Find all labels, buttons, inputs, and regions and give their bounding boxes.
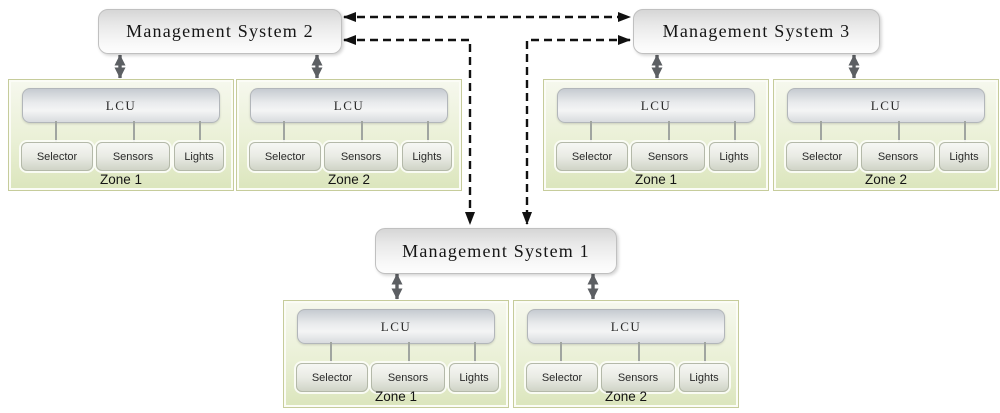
lcu-node: LCU xyxy=(297,309,495,344)
device-sensors: Sensors xyxy=(631,142,705,171)
device-selector: Selector xyxy=(786,142,858,171)
device-sensors: Sensors xyxy=(324,142,398,171)
device-selector: Selector xyxy=(296,363,368,392)
lcu-device-connector xyxy=(820,121,822,142)
device-selector: Selector xyxy=(249,142,321,171)
zone-label: Zone 1 xyxy=(374,389,418,404)
device-lights: Lights xyxy=(174,142,224,171)
management-system-2-node: Management System 2 xyxy=(98,9,342,54)
lcu-node: LCU xyxy=(787,88,985,123)
lcu-device-connector xyxy=(734,121,736,142)
lcu-device-connector xyxy=(361,121,363,142)
lcu-device-connector xyxy=(590,121,592,142)
lcu-device-connector xyxy=(898,121,900,142)
lcu-device-connector xyxy=(330,342,332,363)
zone-panel: LCU Selector Sensors Lights Zone 1 xyxy=(8,79,234,191)
device-lights: Lights xyxy=(679,363,729,392)
lcu-device-connector xyxy=(199,121,201,142)
lcu-device-connector xyxy=(560,342,562,363)
lcu-device-connector xyxy=(408,342,410,363)
device-sensors: Sensors xyxy=(861,142,935,171)
device-selector: Selector xyxy=(526,363,598,392)
lcu-device-connector xyxy=(668,121,670,142)
management-system-1-node: Management System 1 xyxy=(375,228,617,274)
lcu-device-connector xyxy=(704,342,706,363)
lcu-device-connector xyxy=(55,121,57,142)
zone-panel: LCU Selector Sensors Lights Zone 2 xyxy=(513,300,739,408)
zone-label: Zone 2 xyxy=(327,172,371,187)
lcu-device-connector xyxy=(283,121,285,142)
device-selector: Selector xyxy=(556,142,628,171)
device-lights: Lights xyxy=(449,363,499,392)
lcu-node: LCU xyxy=(557,88,755,123)
device-sensors: Sensors xyxy=(96,142,170,171)
device-lights: Lights xyxy=(402,142,452,171)
device-lights: Lights xyxy=(709,142,759,171)
zone-label: Zone 1 xyxy=(634,172,678,187)
device-sensors: Sensors xyxy=(601,363,675,392)
lcu-device-connector xyxy=(474,342,476,363)
device-lights: Lights xyxy=(939,142,989,171)
zone-panel: LCU Selector Sensors Lights Zone 2 xyxy=(773,79,999,191)
lcu-node: LCU xyxy=(250,88,448,123)
lcu-device-connector xyxy=(427,121,429,142)
zone-panel: LCU Selector Sensors Lights Zone 1 xyxy=(283,300,509,408)
lcu-node: LCU xyxy=(527,309,725,344)
zone-panel: LCU Selector Sensors Lights Zone 1 xyxy=(543,79,769,191)
zone-label: Zone 2 xyxy=(864,172,908,187)
zone-panel: LCU Selector Sensors Lights Zone 2 xyxy=(236,79,462,191)
zone-label: Zone 1 xyxy=(99,172,143,187)
lcu-device-connector xyxy=(964,121,966,142)
lcu-device-connector xyxy=(638,342,640,363)
lcu-device-connector xyxy=(133,121,135,142)
device-sensors: Sensors xyxy=(371,363,445,392)
lcu-node: LCU xyxy=(22,88,220,123)
management-system-3-node: Management System 3 xyxy=(633,9,880,54)
device-selector: Selector xyxy=(21,142,93,171)
zone-label: Zone 2 xyxy=(604,389,648,404)
